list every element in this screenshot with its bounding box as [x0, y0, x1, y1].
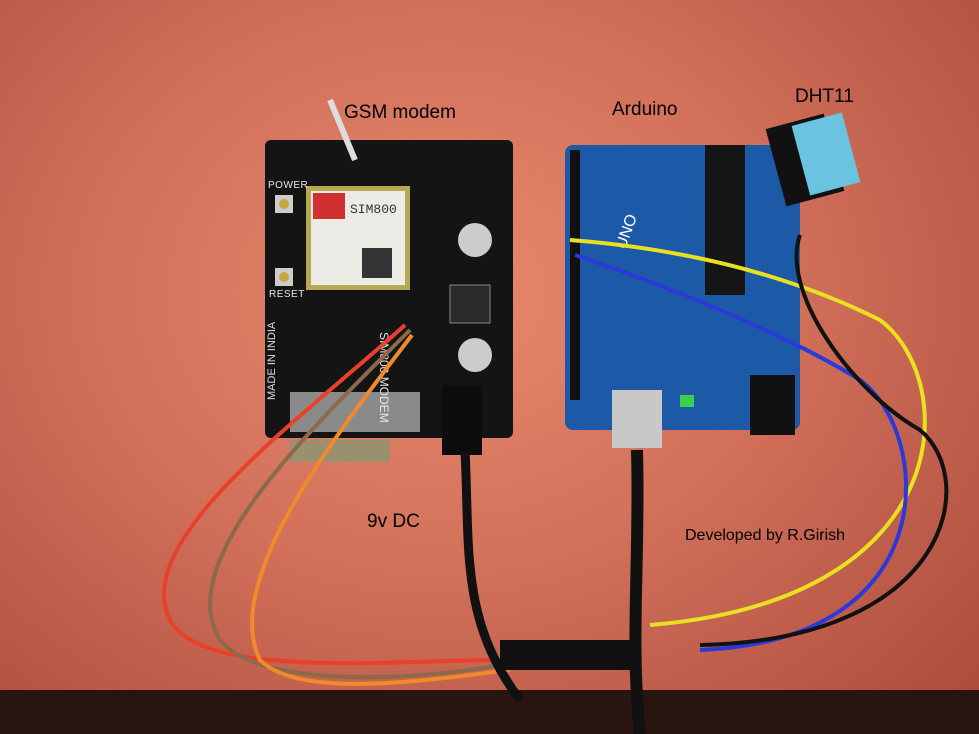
label-9v-dc: 9v DC: [367, 511, 420, 532]
arduino-uno-board: UNO: [565, 145, 800, 448]
gsm-modem-board: SIM800 MADE IN INDIA SIM800 MODEM: [265, 98, 513, 462]
reset-button-label: RESET: [269, 289, 305, 300]
power-button-label: POWER: [268, 180, 309, 191]
label-gsm-modem: GSM modem: [344, 102, 456, 123]
label-dht11: DHT11: [795, 86, 854, 107]
label-arduino: Arduino: [612, 99, 678, 120]
wires: [162, 234, 949, 734]
label-credit: Developed by R.Girish: [685, 527, 846, 544]
made-in-india-text: MADE IN INDIA: [266, 321, 278, 400]
dht11-sensor: [765, 112, 861, 207]
table-edge: [0, 690, 979, 734]
sim800-module-text: SIM800: [350, 202, 397, 217]
